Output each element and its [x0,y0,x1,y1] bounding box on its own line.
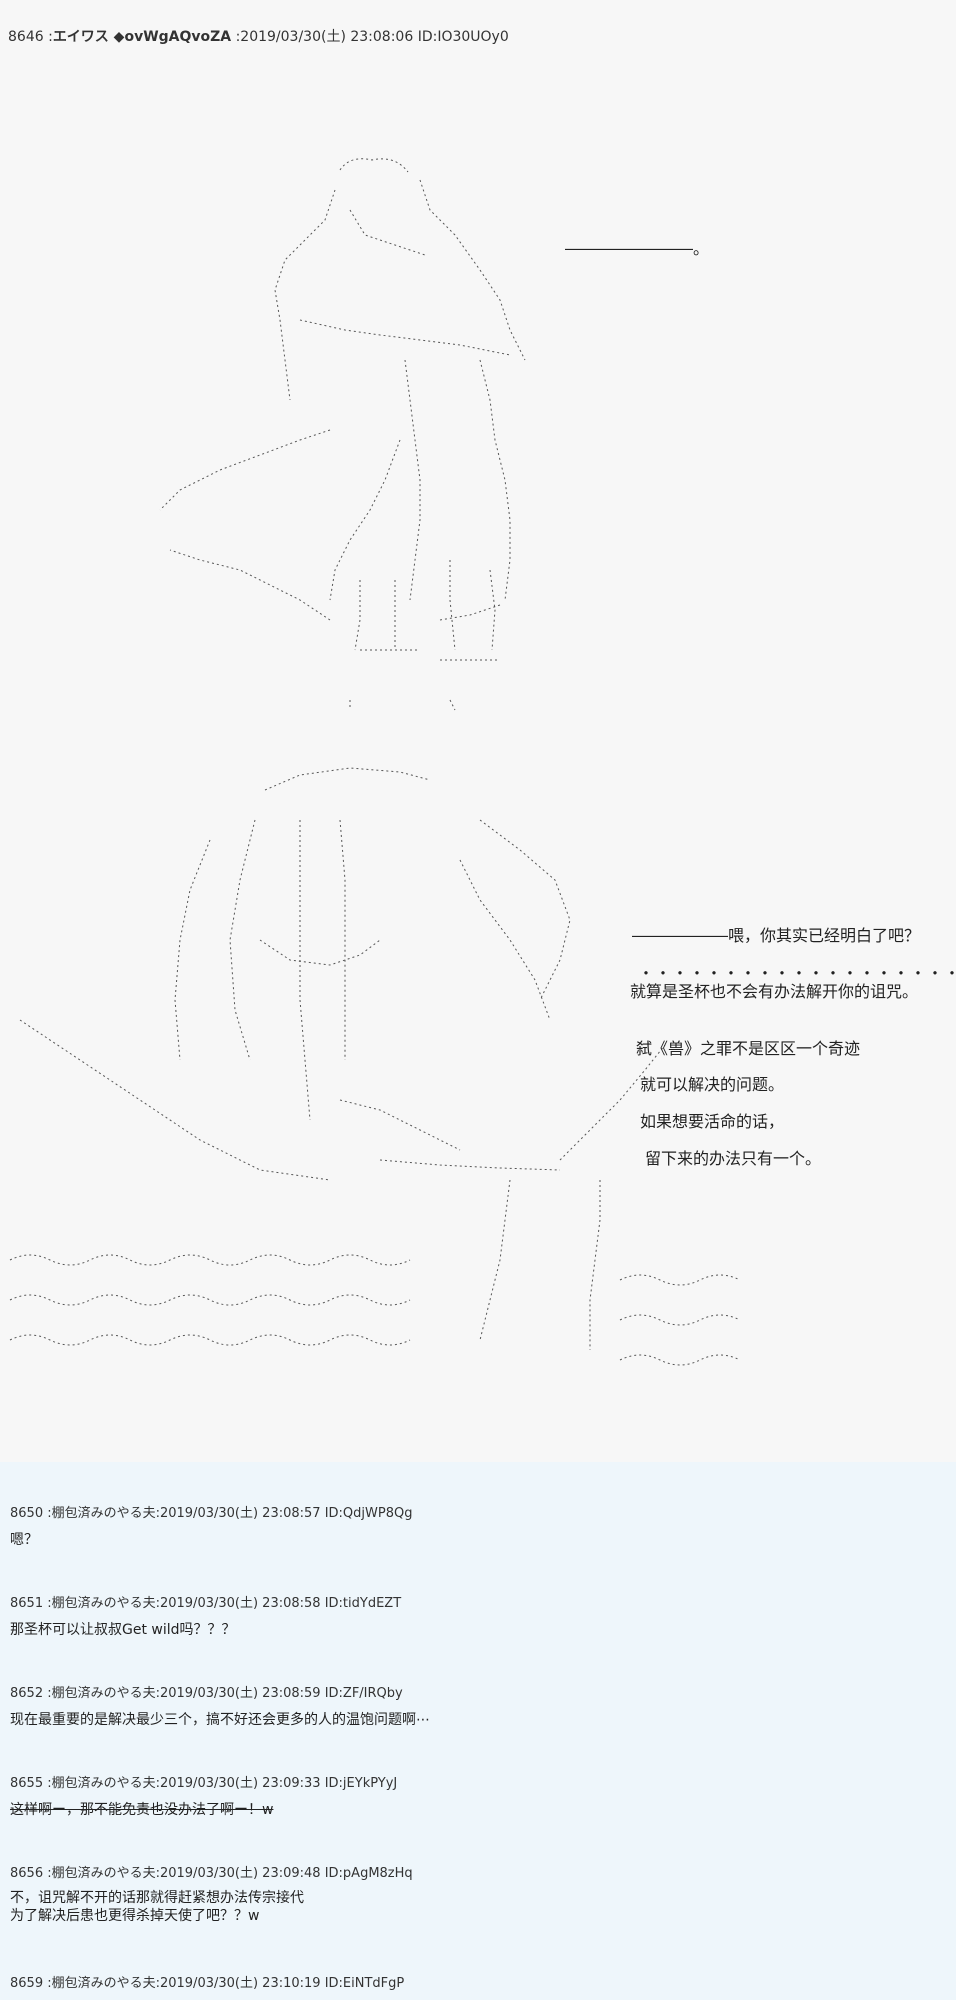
dialogue-line-3: 就算是圣杯也不会有办法解开你的诅咒。 [630,982,919,1001]
dialogue-line-2: ・・・・・・・・・・・・・・・・・・・ [638,964,956,983]
dialogue-line-1: ――――――喂，你其实已经明白了吧？ [632,926,921,945]
post-number: 8646 [8,29,44,45]
reply-item: 8652 :棚包済みのやる夫:2019/03/30(土) 23:08:59 ID… [10,1682,430,1729]
post-header: 8646 :エイワス ◆ovWgAQvoZA :2019/03/30(土) 23… [8,26,509,46]
reply-header: 8656 :棚包済みのやる夫:2019/03/30(土) 23:09:48 ID… [10,1866,413,1881]
main-post: 8646 :エイワス ◆ovWgAQvoZA :2019/03/30(土) 23… [0,26,956,1450]
dialogue-line-7: 留下来的办法只有一个。 [645,1149,822,1168]
dialogue-top: ――――――――。 [565,239,710,258]
reply-body-line: 嗯？ [10,1532,38,1548]
reply-body-line: 那圣杯可以让叔叔Get wild吗？？？ [10,1622,236,1638]
poster-name: エイワス ◆ovWgAQvoZA [52,29,232,45]
reply-item: 8651 :棚包済みのやる夫:2019/03/30(土) 23:08:58 ID… [10,1592,401,1639]
dialogue-line-4: 弑《兽》之罪不是区区一个奇迹 [636,1039,861,1058]
reply-header: 8650 :棚包済みのやる夫:2019/03/30(土) 23:08:57 ID… [10,1506,413,1521]
reply-header: 8655 :棚包済みのやる夫:2019/03/30(土) 23:09:33 ID… [10,1776,398,1791]
ascii-art-illustration [9,158,741,1366]
reply-header: 8651 :棚包済みのやる夫:2019/03/30(土) 23:08:58 ID… [10,1596,402,1611]
dialogue-line-5: 就可以解决的问题。 [640,1075,785,1094]
reply-body-line: 为了解决后患也更得杀掉天使了吧？？w [10,1908,260,1924]
reply-header: 8659 :棚包済みのやる夫:2019/03/30(土) 23:10:19 ID… [10,1976,405,1991]
post-meta: :2019/03/30(土) 23:08:06 ID:IO30UOy0 [231,29,509,45]
reply-item: 8656 :棚包済みのやる夫:2019/03/30(土) 23:09:48 ID… [10,1862,413,1925]
dialogue-line-6: 如果想要活命的话， [640,1112,785,1131]
reply-list: 8650 :棚包済みのやる夫:2019/03/30(土) 23:08:57 ID… [0,1462,956,2000]
reply-item: 8650 :棚包済みのやる夫:2019/03/30(土) 23:08:57 ID… [10,1502,412,1549]
reply-item: 8659 :棚包済みのやる夫:2019/03/30(土) 23:10:19 ID… [10,1972,404,1991]
reply-header: 8652 :棚包済みのやる夫:2019/03/30(土) 23:08:59 ID… [10,1686,403,1701]
reply-body-line: 现在最重要的是解决最少三个，搞不好还会更多的人的温饱问题啊⋯ [10,1712,430,1728]
reply-body-line: 不，诅咒解不开的话那就得赶紧想办法传宗接代 [10,1890,304,1906]
post-separator: : [43,29,53,45]
reply-body-line: 这样啊ー，那不能免责也没办法了啊ー！w [10,1802,274,1818]
ascii-art-area: ――――――――。 ――――――喂，你其实已经明白了吧？ ・・・・・・・・・・・… [0,60,956,1450]
reply-item: 8655 :棚包済みのやる夫:2019/03/30(土) 23:09:33 ID… [10,1772,397,1819]
